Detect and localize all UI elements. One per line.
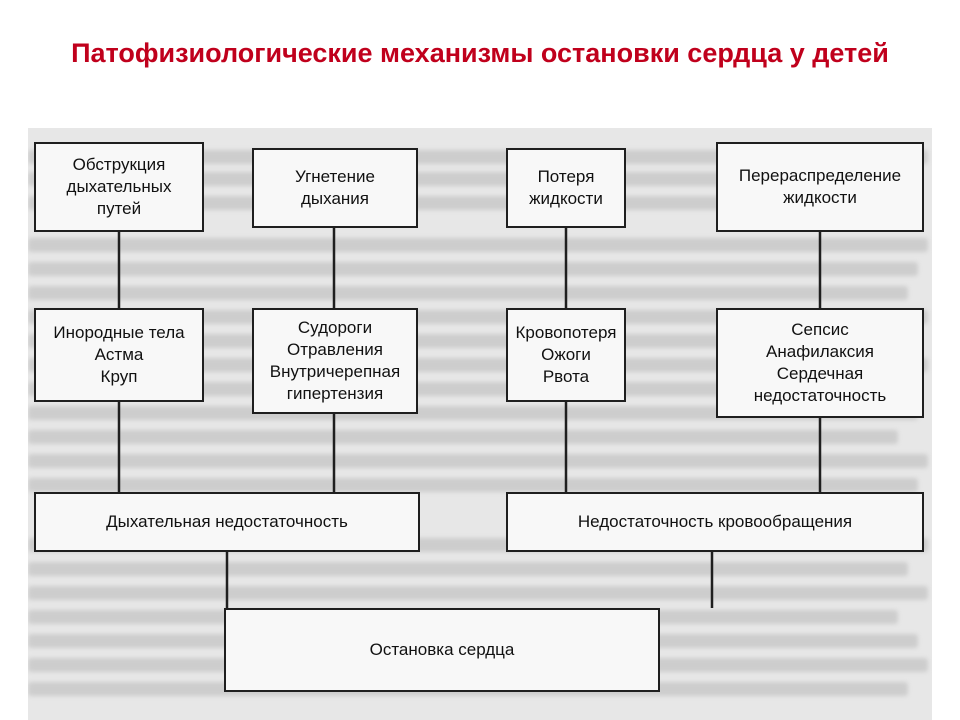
bleed-through-line [28,172,908,186]
box-cardiac-arrest: Остановка сердца [224,608,660,692]
box-airway-obstruction: Обструкция дыхательных путей [34,142,204,232]
bleed-through-line [28,382,908,396]
box-circulatory-failure: Недостаточность кровообращения [506,492,924,552]
box-fluid-redistribution: Перераспределение жидкости [716,142,924,232]
box-redistribution-causes: Сепсис Анафилаксия Сердечная недостаточн… [716,308,924,418]
box-fluid-loss-causes: Кровопотеря Ожоги Рвота [506,308,626,402]
bleed-through-line [28,286,908,300]
bleed-through-line [28,478,918,492]
slide-title: Патофизиологические механизмы остановки … [71,38,889,68]
box-respiratory-depression: Угнетение дыхания [252,148,418,228]
bleed-through-line [28,196,888,210]
box-fluid-loss: Потеря жидкости [506,148,626,228]
bleed-through-line [28,238,928,252]
bleed-through-line [28,562,908,576]
bleed-through-line [28,454,928,468]
box-depression-causes: Судороги Отравления Внутричерепная гипер… [252,308,418,414]
box-respiratory-failure: Дыхательная недостаточность [34,492,420,552]
bleed-through-line [28,430,898,444]
box-airway-causes: Инородные тела Астма Круп [34,308,204,402]
bleed-through-line [28,262,918,276]
bleed-through-line [28,406,918,420]
bleed-through-line [28,334,898,348]
bleed-through-line [28,586,928,600]
